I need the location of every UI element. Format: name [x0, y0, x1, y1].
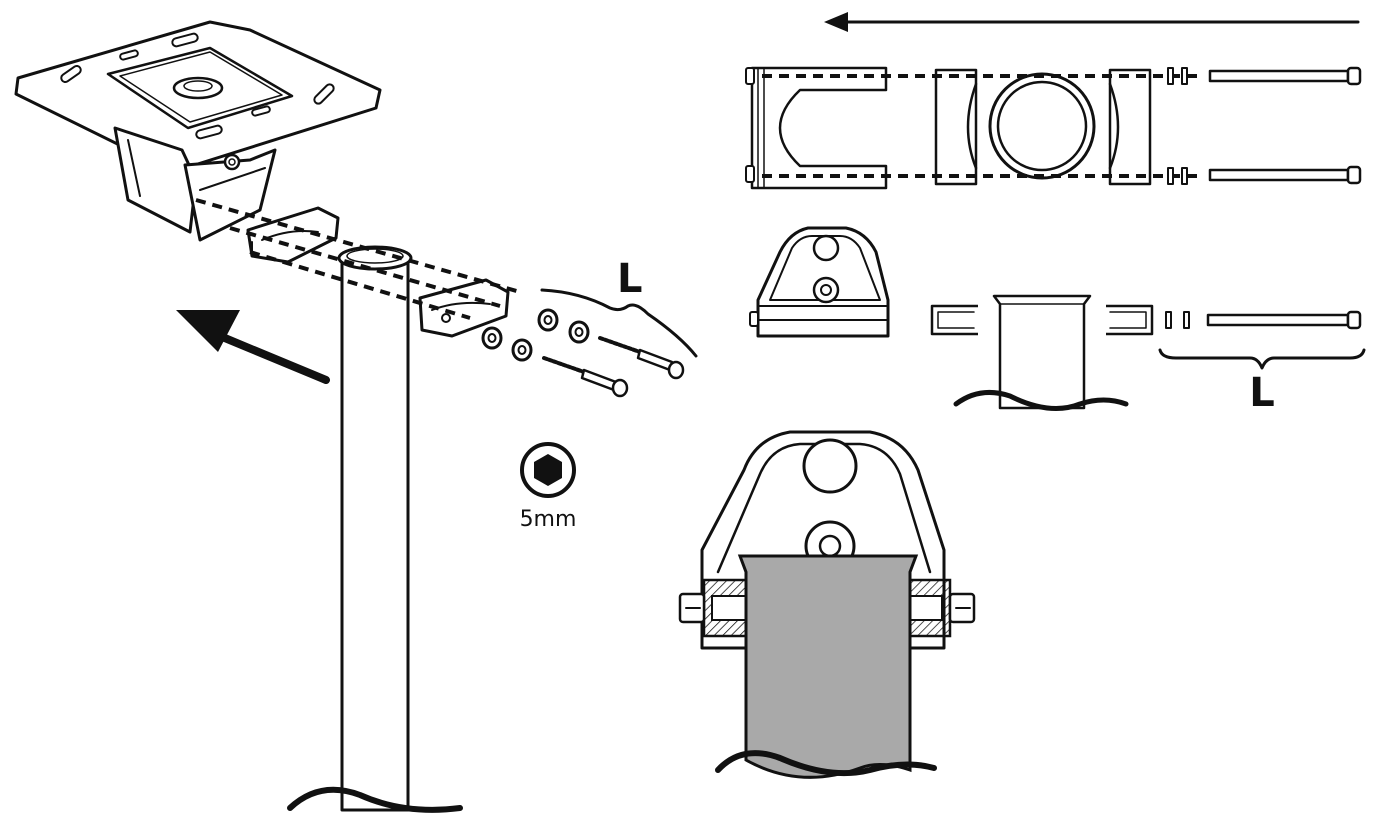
bolt-side-view: [1165, 310, 1362, 330]
bolt-upper: [598, 336, 685, 380]
hex-key-size-label: 5mm: [520, 507, 577, 532]
pole: [287, 245, 463, 813]
washers-top-view: [1167, 67, 1188, 185]
length-brace-right: [1158, 348, 1366, 370]
mounting-plate: [14, 20, 382, 242]
arrow-icon: [176, 310, 330, 384]
exploded-view-left: L 5mm: [14, 20, 698, 813]
washers: [481, 308, 590, 362]
clamp-section-right: [906, 578, 952, 638]
u-bracket-top-view: [745, 66, 888, 190]
length-brace-left: [540, 288, 698, 358]
assembled-view: [678, 430, 976, 779]
triangle-bracket-side-view: [749, 226, 890, 338]
bolt-length-label-left: L: [617, 256, 643, 302]
bolt-length-label-right: L: [1249, 370, 1275, 416]
hex-key-icon: [520, 442, 576, 498]
clamp-piece-upper: [246, 206, 340, 264]
arrow-icon: [824, 12, 1360, 32]
pipe-clamp-top-view: [934, 68, 1152, 186]
bracket-hole-upper: [802, 438, 858, 494]
bolt-assembled: [678, 592, 976, 624]
pipe-assembled: [715, 554, 937, 779]
clamp-section-left: [702, 578, 748, 638]
top-view-assembly: [745, 12, 1362, 190]
side-view-assembly: L: [749, 226, 1366, 416]
bolts-top-view: [1208, 66, 1362, 185]
bolt-lower: [542, 356, 629, 398]
pipe-section-side-view: [930, 294, 1154, 411]
assembly-lines-left: [195, 198, 521, 320]
